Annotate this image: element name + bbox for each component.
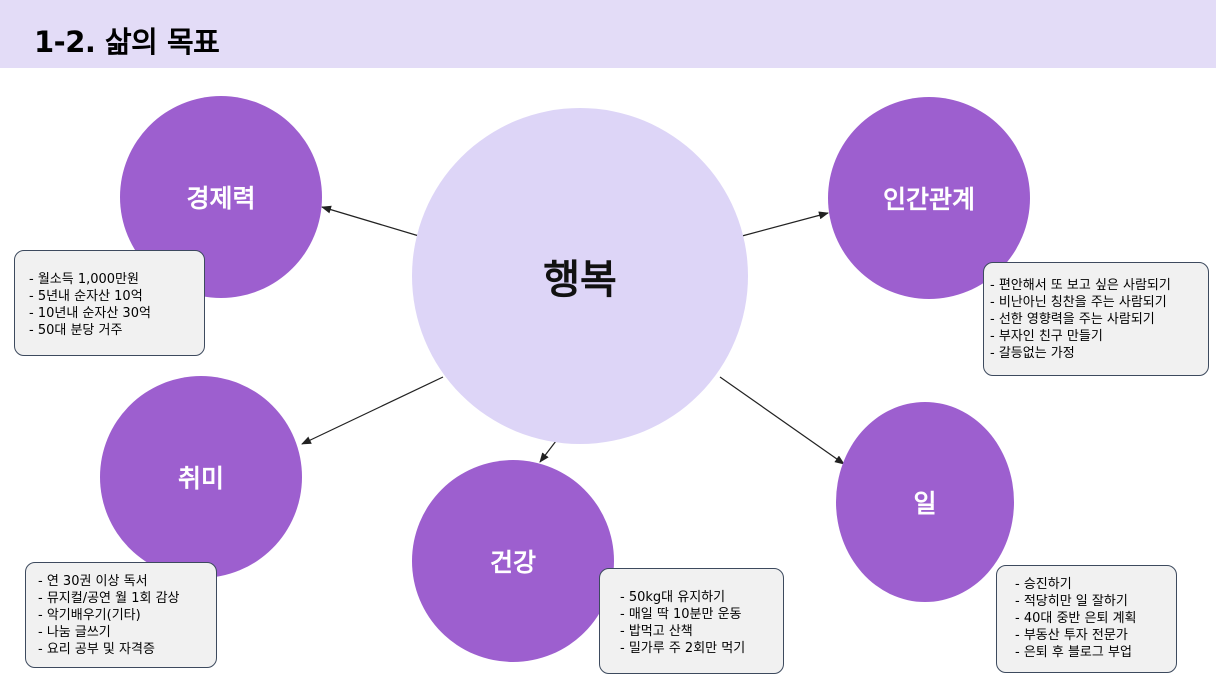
list-item: 갈등없는 가정 bbox=[990, 345, 1198, 362]
list-item: 비난아닌 칭찬을 주는 사람되기 bbox=[990, 294, 1198, 311]
list-item: 뮤지컬/공연 월 1회 감상 bbox=[38, 590, 206, 607]
node-health-label: 건강 bbox=[489, 548, 536, 577]
node-economy-label: 경제력 bbox=[186, 184, 256, 213]
center-node-label: 행복 bbox=[543, 257, 617, 303]
list-item: 적당히만 일 잘하기 bbox=[1015, 593, 1166, 610]
list-item: 연 30권 이상 독서 bbox=[38, 573, 206, 590]
list-item: 매일 딱 10분만 운동 bbox=[620, 606, 773, 623]
list-item: 10년내 순자산 30억 bbox=[29, 305, 194, 322]
header-bar bbox=[0, 0, 1216, 68]
list-item: 밀가루 주 2회만 먹기 bbox=[620, 640, 773, 657]
arrow-to-economy bbox=[321, 205, 420, 237]
center-node-happiness: 행복 bbox=[412, 108, 748, 444]
list-item: 부자인 친구 만들기 bbox=[990, 328, 1198, 345]
list-item: 50kg대 유지하기 bbox=[620, 589, 773, 606]
health-goals-box: 50kg대 유지하기 매일 딱 10분만 운동 밥먹고 산책 밀가루 주 2회만… bbox=[599, 568, 784, 674]
node-relationships-label: 인간관계 bbox=[882, 185, 975, 214]
list-item: 50대 분당 거주 bbox=[29, 322, 194, 339]
list-item: 나눔 글쓰기 bbox=[38, 624, 206, 641]
node-work: 일 bbox=[836, 402, 1014, 602]
economy-goals-box: 월소득 1,000만원 5년내 순자산 10억 10년내 순자산 30억 50대… bbox=[14, 250, 205, 356]
arrow-to-health bbox=[539, 440, 557, 463]
list-item: 편안해서 또 보고 싶은 사람되기 bbox=[990, 277, 1198, 294]
list-item: 40대 중반 은퇴 계획 bbox=[1015, 610, 1166, 627]
list-item: 은퇴 후 블로그 부업 bbox=[1015, 644, 1166, 661]
list-item: 선한 영향력을 주는 사람되기 bbox=[990, 311, 1198, 328]
list-item: 부동산 투자 전문가 bbox=[1015, 627, 1166, 644]
arrow-to-work bbox=[719, 376, 845, 465]
page-title: 1-2. 삶의 목표 bbox=[34, 25, 220, 59]
hobby-goals-box: 연 30권 이상 독서 뮤지컬/공연 월 1회 감상 악기배우기(기타) 나눔 … bbox=[25, 562, 217, 668]
node-hobby-label: 취미 bbox=[177, 464, 224, 493]
work-goals-box: 승진하기 적당히만 일 잘하기 40대 중반 은퇴 계획 부동산 투자 전문가 … bbox=[996, 565, 1177, 673]
node-health: 건강 bbox=[412, 460, 614, 662]
node-hobby: 취미 bbox=[100, 376, 302, 578]
list-item: 밥먹고 산책 bbox=[620, 623, 773, 640]
list-item: 승진하기 bbox=[1015, 576, 1166, 593]
node-work-label: 일 bbox=[913, 489, 937, 518]
list-item: 요리 공부 및 자격증 bbox=[38, 641, 206, 658]
arrow-to-relationships bbox=[741, 211, 829, 237]
list-item: 악기배우기(기타) bbox=[38, 607, 206, 624]
list-item: 월소득 1,000만원 bbox=[29, 271, 194, 288]
arrow-to-hobby bbox=[301, 376, 444, 445]
relationships-goals-box: 편안해서 또 보고 싶은 사람되기 비난아닌 칭찬을 주는 사람되기 선한 영향… bbox=[983, 262, 1209, 376]
list-item: 5년내 순자산 10억 bbox=[29, 288, 194, 305]
